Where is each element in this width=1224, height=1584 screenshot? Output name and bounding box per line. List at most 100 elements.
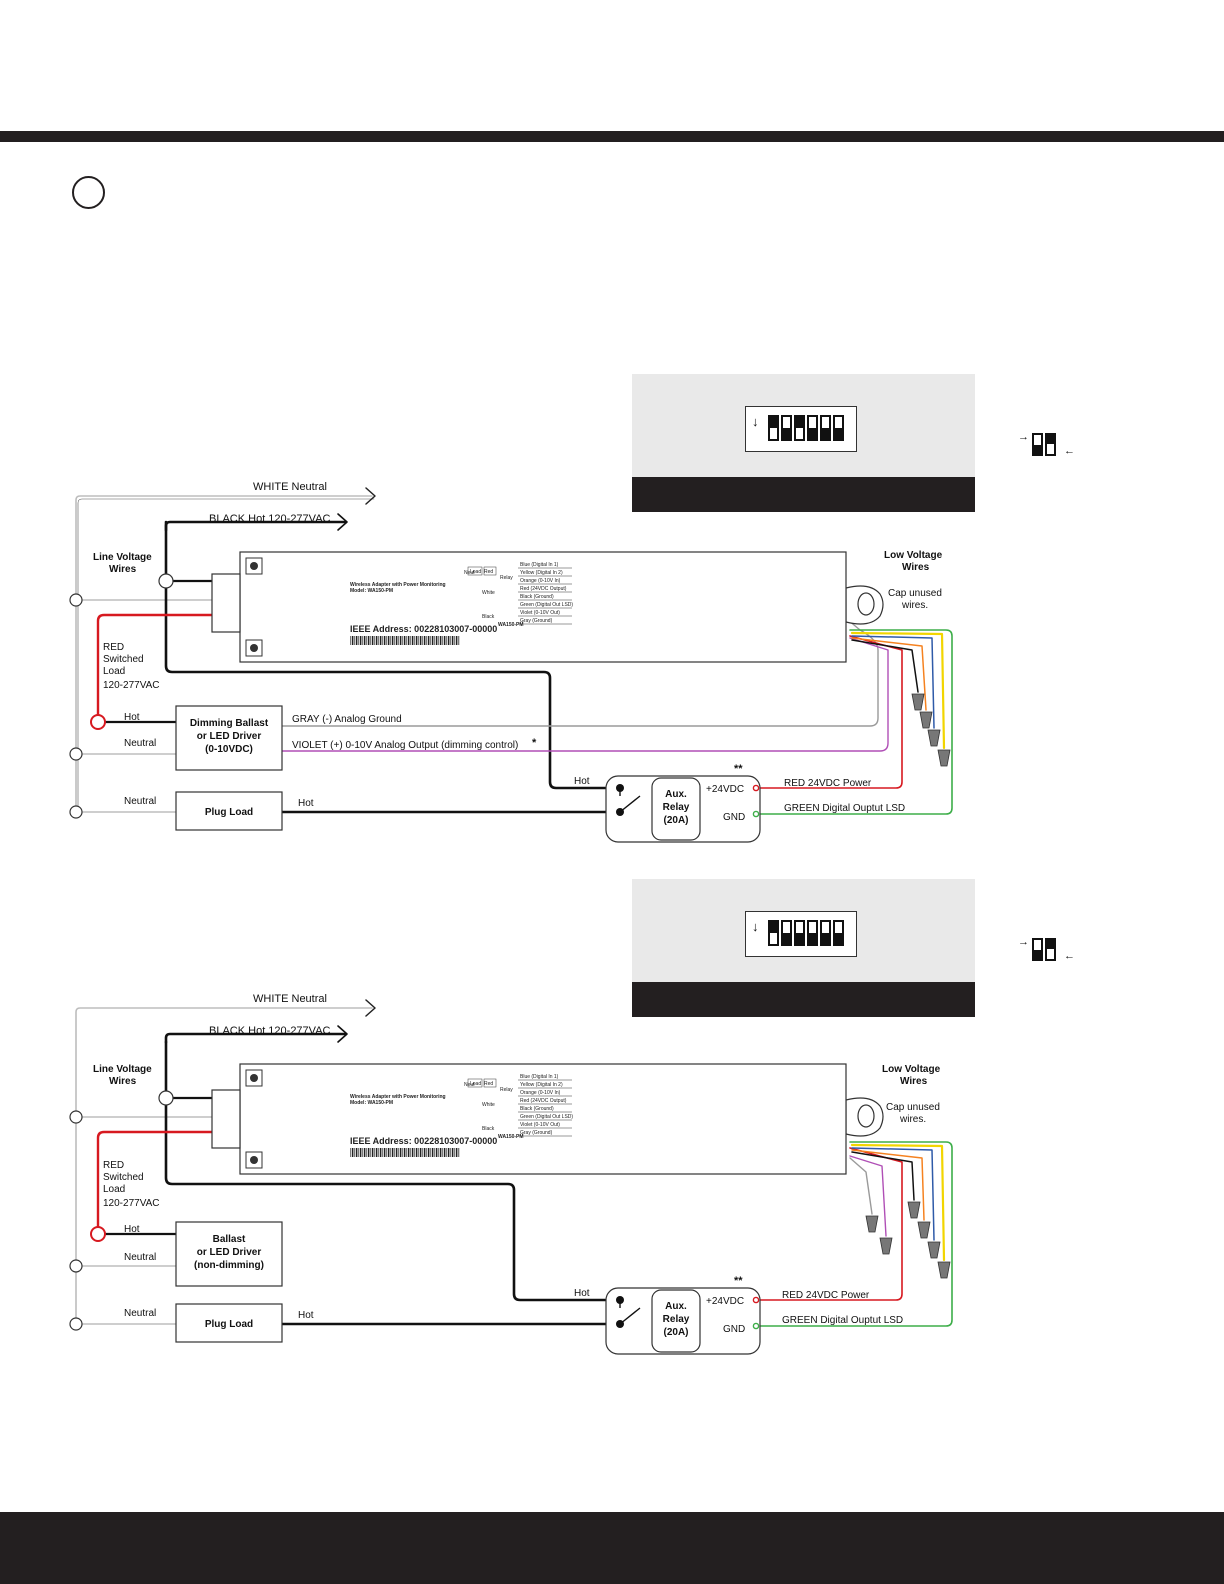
label-model: Model: WA150-PM xyxy=(350,1100,393,1106)
dip-cell[interactable] xyxy=(833,920,844,946)
mini-switch-icon: → ← xyxy=(1018,431,1075,457)
label-black: Black xyxy=(482,1126,495,1132)
ballast-box xyxy=(175,1221,283,1287)
relay-label: (20A) xyxy=(663,1327,688,1338)
label-ieee: IEEE Address: 00228103007-00000 xyxy=(350,1136,497,1146)
ballast-label: (non-dimming) xyxy=(194,1260,264,1271)
header-bar xyxy=(0,131,1224,142)
red-switched-label: RED xyxy=(103,1160,124,1171)
plug-load-box xyxy=(175,1303,283,1343)
line-voltage-label: Line Voltage xyxy=(93,1064,152,1075)
line-voltage-label: Line Voltage xyxy=(93,552,152,563)
dip-cell[interactable] xyxy=(794,920,805,946)
label-wire: Blue (Digital In 1) xyxy=(520,562,559,568)
dip-cell[interactable] xyxy=(781,415,792,441)
label-wire: Gray (Ground) xyxy=(520,618,553,624)
low-voltage-label: Wires xyxy=(900,1076,928,1087)
relay-label: (20A) xyxy=(663,815,688,826)
label-wire: Green (Digital Out LSD) xyxy=(520,1114,573,1120)
dip-cell[interactable] xyxy=(781,920,792,946)
label-red: Red xyxy=(484,1081,493,1087)
ballast-label: or LED Driver xyxy=(197,1247,262,1258)
neutral-plug-label: Neutral xyxy=(124,1308,156,1319)
label-wire: Black (Ground) xyxy=(520,1106,554,1112)
relay-label: Aux. xyxy=(665,1301,687,1312)
dip-switch-1[interactable]: ↓ xyxy=(745,406,857,452)
red-switched-label: 120-277VAC xyxy=(103,680,160,691)
plug-load-box xyxy=(175,791,283,831)
dip-cell[interactable] xyxy=(820,920,831,946)
v24-label: +24VDC xyxy=(706,784,744,795)
hot-plug-label: Hot xyxy=(298,798,314,809)
panel-band xyxy=(632,477,975,512)
dip-cell[interactable] xyxy=(807,920,818,946)
white-neutral-label: WHITE Neutral xyxy=(253,481,327,493)
cap-unused-label: wires. xyxy=(899,1114,926,1125)
ballast-label: Dimming Ballast xyxy=(190,718,269,729)
low-voltage-label: Low Voltage xyxy=(882,1064,941,1075)
label-wire: Blue (Digital In 1) xyxy=(520,1074,559,1080)
dimming-ballast-box xyxy=(175,705,283,771)
label-wire: Green (Digital Out LSD) xyxy=(520,602,573,608)
double-asterisk: ** xyxy=(734,1275,743,1287)
gray-wire-label: GRAY (-) Analog Ground xyxy=(292,714,402,725)
label-relay: Relay xyxy=(500,575,513,581)
relay-hot-label: Hot xyxy=(574,1288,590,1299)
label-ieee: IEEE Address: 00228103007-00000 xyxy=(350,624,497,634)
label-model: Model: WA150-PM xyxy=(350,588,393,594)
label-white: White xyxy=(482,590,495,596)
label-relay: Relay xyxy=(500,1087,513,1093)
label-neut: Neut xyxy=(464,1082,475,1088)
mini-switch-icon: → ← xyxy=(1018,936,1075,962)
relay-hot-label: Hot xyxy=(574,776,590,787)
gnd-label: GND xyxy=(723,812,745,823)
neutral-label: Neutral xyxy=(124,738,156,749)
red-switched-label: 120-277VAC xyxy=(103,1198,160,1209)
step-circle xyxy=(72,176,105,209)
line-voltage-label: Wires xyxy=(109,564,137,575)
v24-label: +24VDC xyxy=(706,1296,744,1307)
red-switched-label: Load xyxy=(103,1184,125,1195)
plug-load-label: Plug Load xyxy=(205,1319,253,1330)
ballast-label: (0-10VDC) xyxy=(205,744,253,755)
panel-band xyxy=(632,982,975,1017)
low-voltage-label: Low Voltage xyxy=(884,550,943,561)
dip-cell[interactable] xyxy=(820,415,831,441)
label-device: WA150-PM xyxy=(498,622,524,628)
violet-wire-label: VIOLET (+) 0-10V Analog Output (dimming … xyxy=(292,740,518,751)
label-black: Black xyxy=(482,614,495,620)
dip-switch-panel-1: ↓ xyxy=(632,374,975,512)
red-switched-label: Switched xyxy=(103,1172,144,1183)
ballast-label: Ballast xyxy=(213,1234,246,1245)
relay-label: Relay xyxy=(663,802,690,813)
red-24v-label: RED 24VDC Power xyxy=(784,778,872,789)
label-wire: Yellow (Digital In 2) xyxy=(520,570,563,576)
black-hot-label: BLACK Hot 120-277VAC xyxy=(209,1025,331,1037)
label-wire: Violet (0-10V Out) xyxy=(520,1122,560,1128)
dip-switch-panel-2: ↓ xyxy=(632,879,975,1017)
relay-label: Relay xyxy=(663,1314,690,1325)
dip-switch-2[interactable]: ↓ xyxy=(745,911,857,957)
dip-cell[interactable] xyxy=(807,415,818,441)
cap-unused-label: Cap unused xyxy=(886,1102,940,1113)
dip-cell[interactable] xyxy=(768,920,779,946)
neutral-plug-label: Neutral xyxy=(124,796,156,807)
label-wire: Yellow (Digital In 2) xyxy=(520,1082,563,1088)
label-wire: Red (24VDC Output) xyxy=(520,1098,567,1104)
label-wire: Black (Ground) xyxy=(520,594,554,600)
label-title: Wireless Adapter with Power Monitoring xyxy=(350,1094,446,1100)
dip-cell[interactable] xyxy=(794,415,805,441)
red-switched-label: RED xyxy=(103,642,124,653)
label-red: Red xyxy=(484,569,493,575)
red-switched-label: Switched xyxy=(103,654,144,665)
cap-unused-label: wires. xyxy=(901,600,928,611)
label-title: Wireless Adapter with Power Monitoring xyxy=(350,582,446,588)
dip-cell[interactable] xyxy=(768,415,779,441)
hot-plug-label: Hot xyxy=(298,1310,314,1321)
red-24v-label: RED 24VDC Power xyxy=(782,1290,870,1301)
line-voltage-label: Wires xyxy=(109,1076,137,1087)
label-load: Load xyxy=(470,1081,481,1087)
label-wire: Orange (0-10V In) xyxy=(520,578,561,584)
wiring-diagram-non-dimming: Wireless Adapter with Power Monitoring M… xyxy=(69,993,953,1355)
dip-cell[interactable] xyxy=(833,415,844,441)
